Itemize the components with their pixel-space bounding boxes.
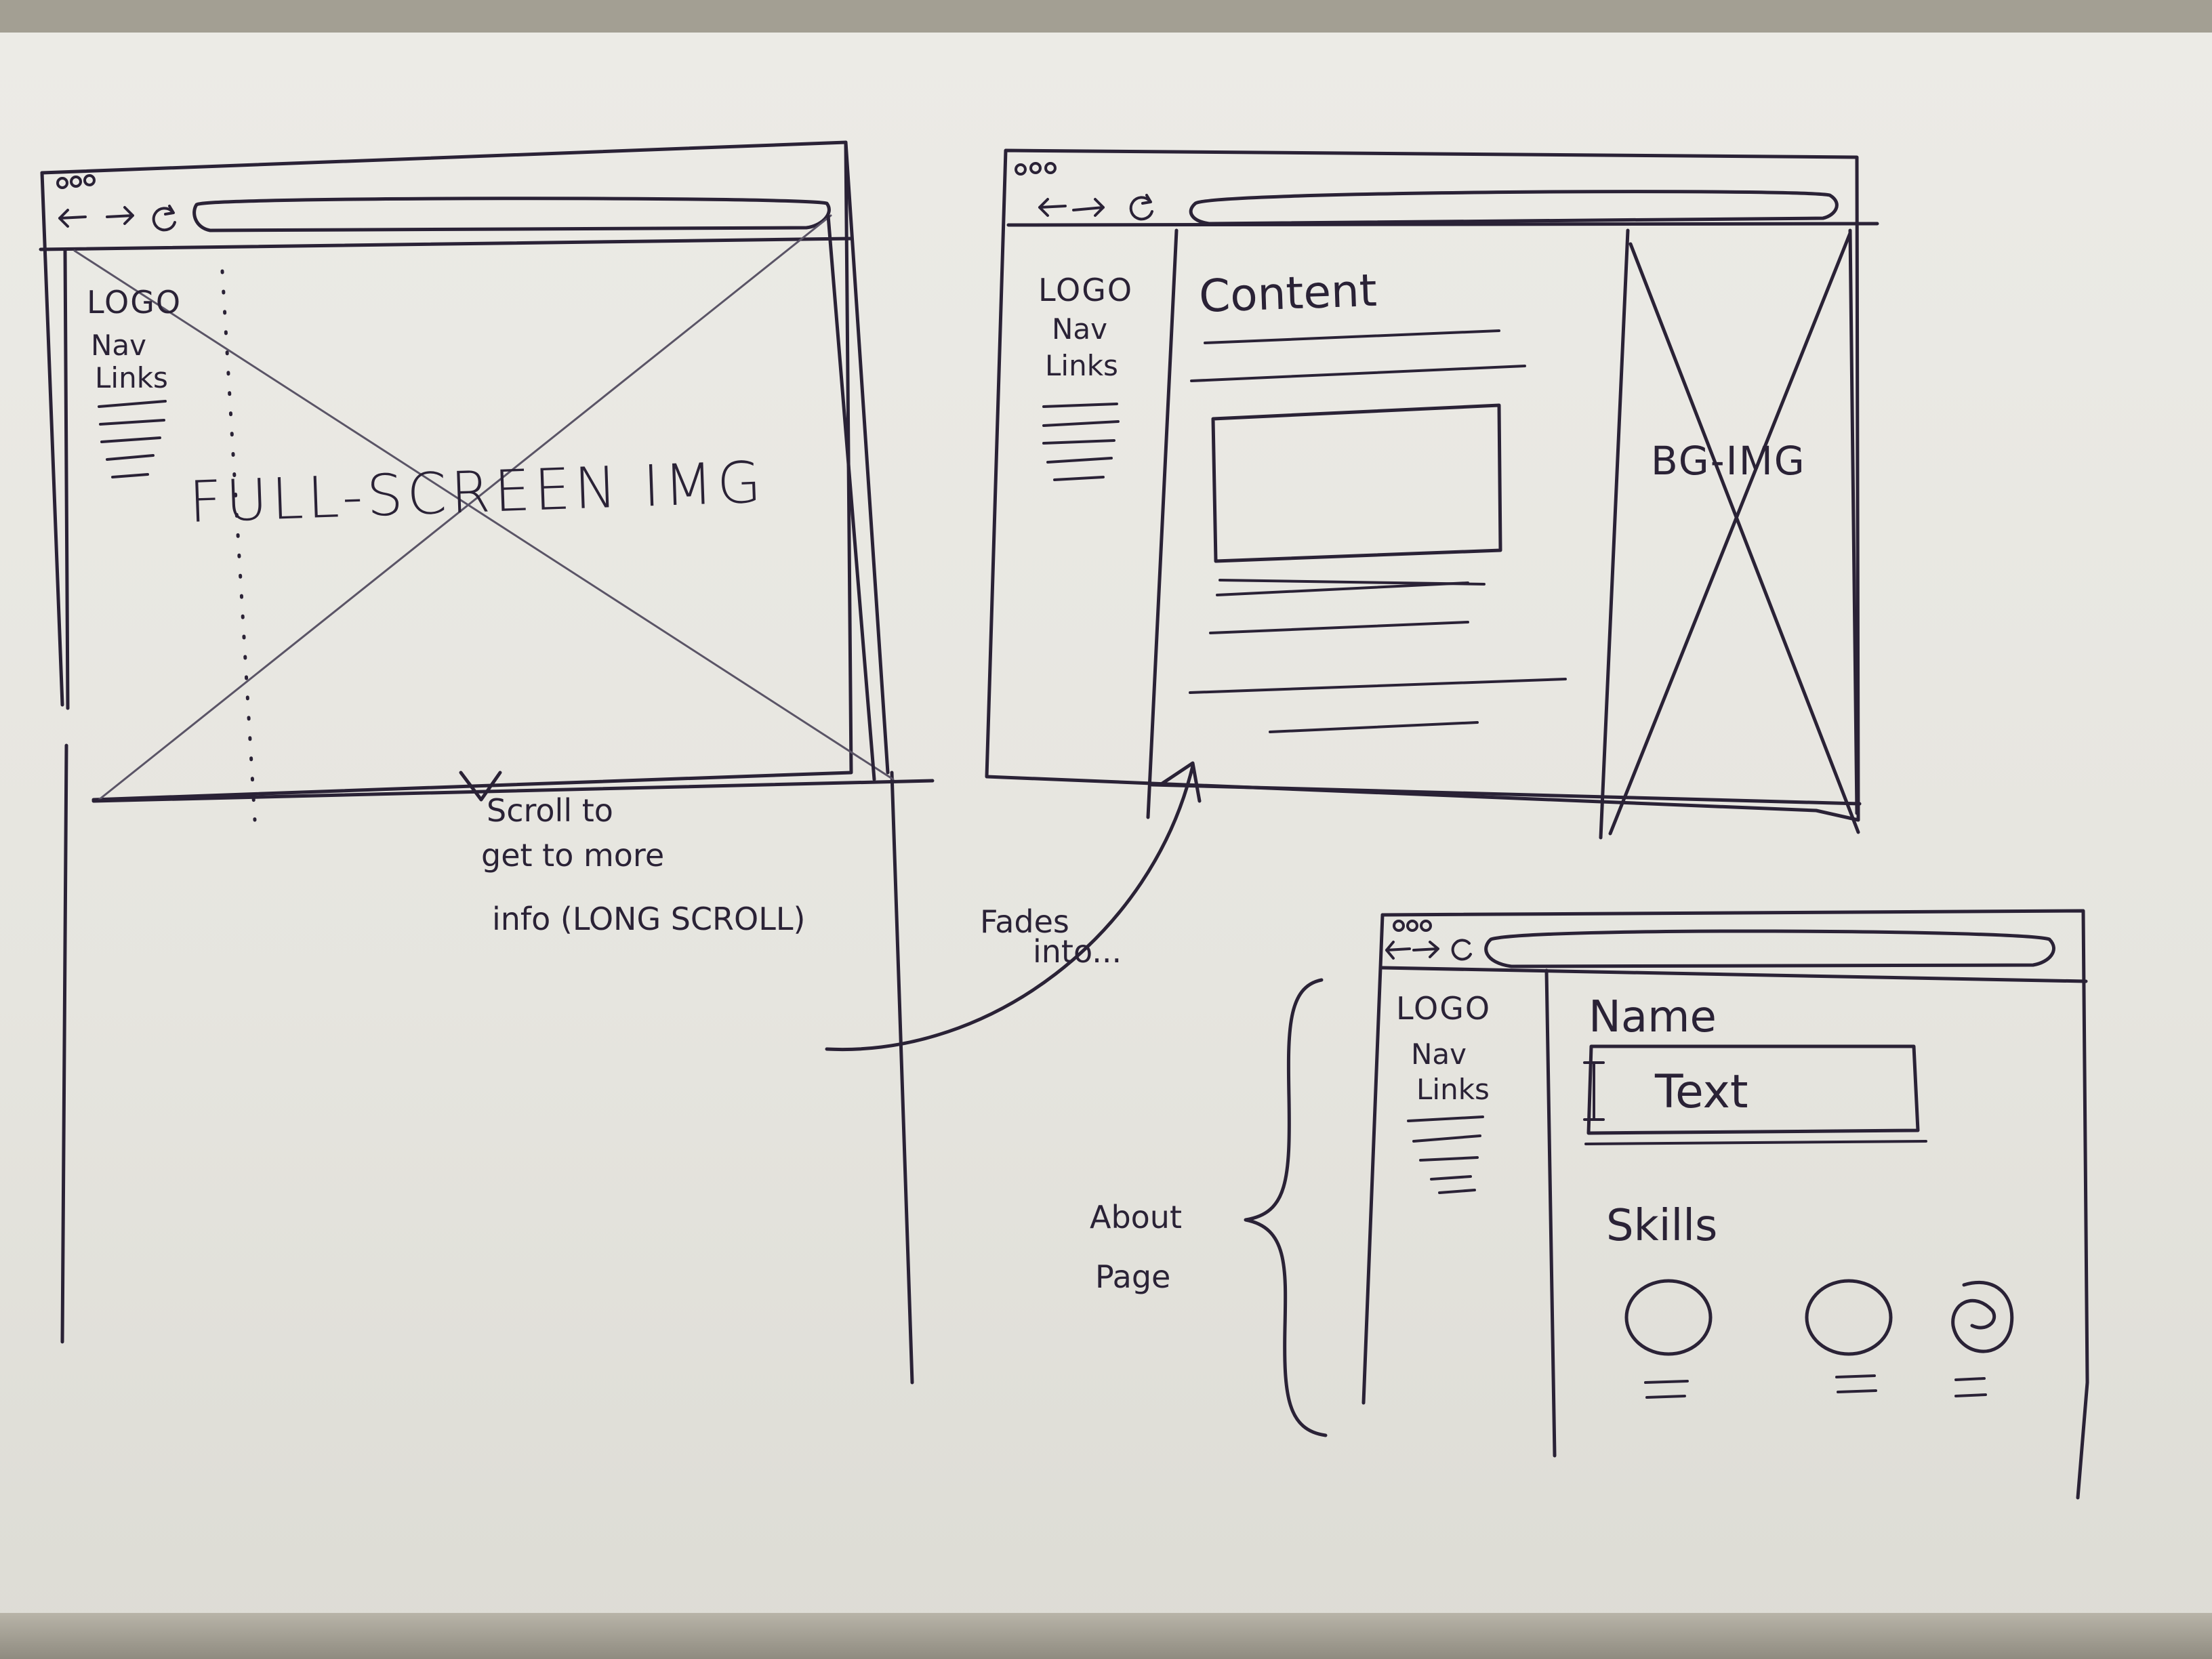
content-bg-image-label: BG-IMG xyxy=(1651,438,1806,484)
paper-sheet xyxy=(0,33,2212,1637)
home-hero-label: FULL-SCREEN IMG xyxy=(188,449,766,535)
wireframe-about: LOGO Nav Links Name Text Skills xyxy=(1244,909,2089,1500)
content-bg-cross-1 xyxy=(1629,242,1860,834)
about-nav-label: Nav xyxy=(1411,1038,1467,1071)
content-text-lines xyxy=(1189,329,1567,733)
content-media-box xyxy=(1211,403,1502,563)
about-browser-nav-icon xyxy=(1385,939,1472,961)
home-page-left-edge xyxy=(60,743,68,1344)
content-fold-line xyxy=(1150,783,1862,806)
about-sidebar-divider xyxy=(1544,968,1557,1458)
about-brace xyxy=(1244,978,1328,1437)
home-image-cross-1 xyxy=(73,249,895,781)
home-fold-line xyxy=(91,779,935,803)
about-toolbar-divider xyxy=(1380,966,2088,983)
scroll-note-line-3: info (LONG SCROLL) xyxy=(492,901,805,937)
content-toolbar-divider xyxy=(1006,222,1879,227)
about-text-field-value: Text xyxy=(1654,1065,1748,1119)
content-logo: LOGO xyxy=(1038,272,1133,308)
home-address-bar xyxy=(192,197,831,232)
about-skill-3 xyxy=(1951,1280,2014,1397)
about-skills-heading: Skills xyxy=(1606,1201,1717,1251)
content-sidebar-divider xyxy=(1146,228,1179,819)
fade-arrow-head-icon xyxy=(1158,761,1202,803)
about-address-bar xyxy=(1484,929,2055,968)
table-surface xyxy=(0,1613,2212,1659)
skill-circle-icon xyxy=(1951,1280,2014,1353)
about-links-label: Links xyxy=(1416,1073,1490,1106)
wireframe-home: LOGO Nav Links FULL-SCREEN IMG xyxy=(39,140,935,1385)
scroll-note-line-2: get to more xyxy=(481,837,664,874)
content-window-dots xyxy=(1015,162,1057,176)
home-nav-label: Nav xyxy=(91,329,146,362)
about-note-line-1: About xyxy=(1090,1199,1182,1235)
about-skill-2 xyxy=(1805,1279,1893,1393)
content-address-bar xyxy=(1189,190,1839,226)
scroll-arrow-icon xyxy=(459,771,502,802)
skill-circle-icon xyxy=(1805,1279,1893,1356)
fade-note-line-1: Fades xyxy=(980,903,1069,940)
home-dotted-guide xyxy=(220,269,257,822)
about-logo: LOGO xyxy=(1396,990,1491,1027)
skill-circle-icon xyxy=(1624,1279,1713,1356)
about-nav-lines xyxy=(1407,1115,1484,1194)
home-links-label: Links xyxy=(95,361,168,394)
about-note-line-2: Page xyxy=(1095,1258,1170,1295)
home-window-dots xyxy=(56,174,96,189)
content-links-label: Links xyxy=(1045,349,1118,382)
content-nav-lines xyxy=(1042,403,1120,481)
home-browser-nav-icon xyxy=(58,205,176,232)
scroll-note: Scroll to get to more info (LONG SCROLL) xyxy=(481,792,805,937)
content-browser-nav-icon xyxy=(1038,194,1153,221)
about-name-label: Name xyxy=(1589,992,1717,1042)
about-window-dots xyxy=(1393,920,1432,932)
home-toolbar-divider xyxy=(39,237,853,251)
fade-arrow xyxy=(825,764,1195,1052)
home-page-right-edge xyxy=(890,771,914,1385)
fade-note: Fades into... xyxy=(980,903,1122,970)
fade-note-line-2: into... xyxy=(1033,933,1122,970)
about-name-field xyxy=(1586,1044,1920,1135)
content-nav-label: Nav xyxy=(1052,312,1107,346)
about-browser-frame xyxy=(1380,909,2089,1500)
about-note: About Page xyxy=(1090,1199,1182,1295)
wireframe-content: LOGO Nav Links Content BG-IMG xyxy=(825,148,1879,1052)
home-image-cross-2 xyxy=(98,214,832,801)
home-nav-lines xyxy=(98,400,167,478)
home-logo: LOGO xyxy=(87,284,182,321)
content-bg-cross-2 xyxy=(1608,231,1852,836)
about-skill-1 xyxy=(1624,1279,1713,1399)
content-browser-frame xyxy=(985,148,1860,822)
scroll-note-line-1: Scroll to xyxy=(487,792,613,829)
about-text-cursor-icon xyxy=(1583,1061,1605,1121)
content-heading: Content xyxy=(1198,264,1378,323)
